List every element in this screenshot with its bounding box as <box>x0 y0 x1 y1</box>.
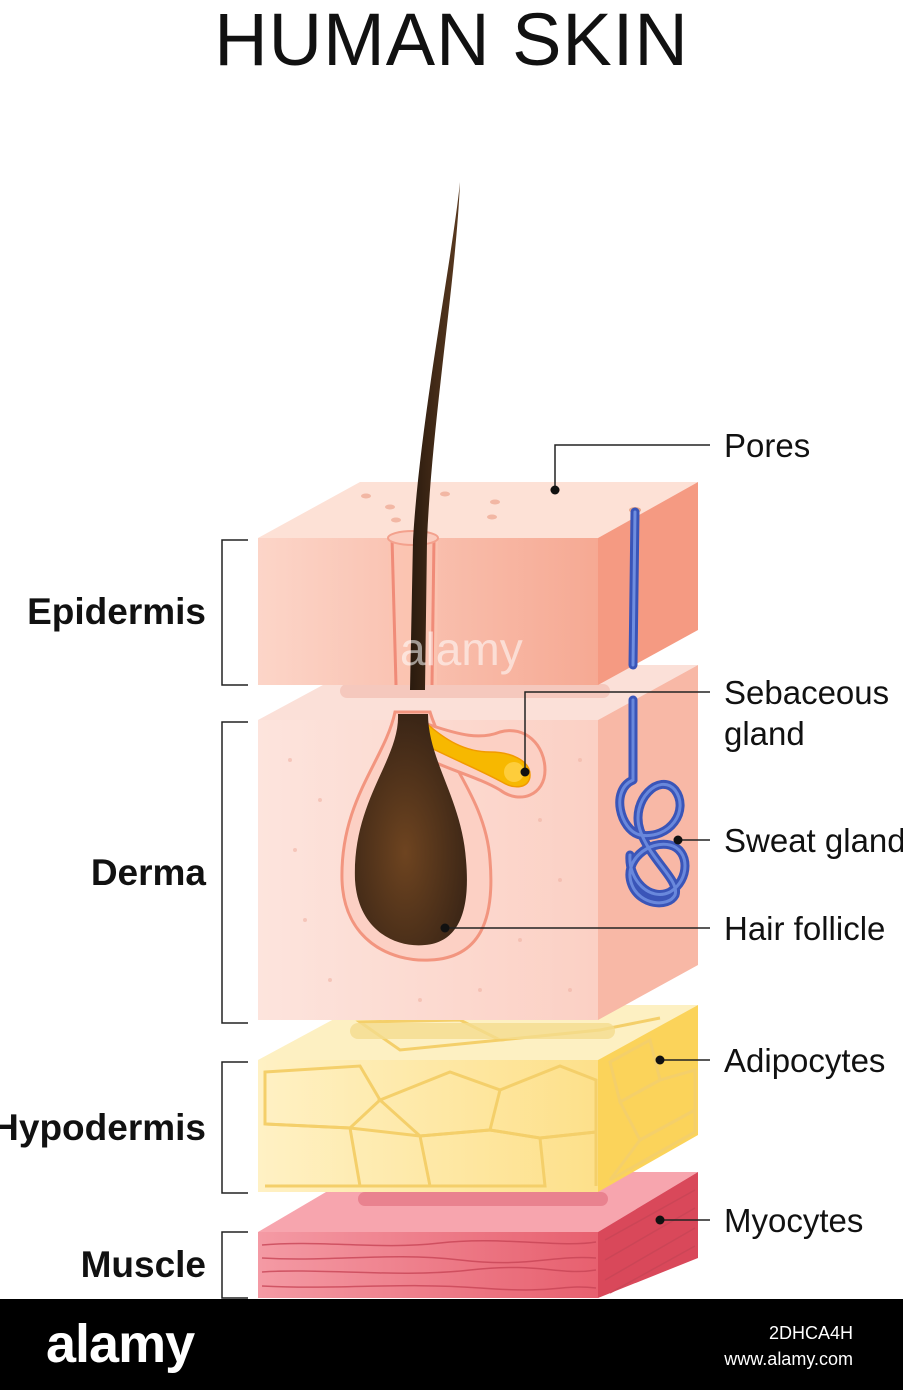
label-myocytes: Myocytes <box>724 1202 863 1239</box>
label-adipocytes: Adipocytes <box>724 1042 885 1079</box>
hair-bulb <box>354 714 467 946</box>
page-title: HUMAN SKIN <box>214 0 689 81</box>
epidermis-side <box>598 482 698 685</box>
leader-dots <box>440 485 683 1225</box>
hair-shaft <box>410 182 460 690</box>
footer-image-id: 2DHCA4H <box>768 1323 853 1343</box>
label-hypodermis: Hypodermis <box>0 1107 206 1148</box>
label-derma: Derma <box>91 852 207 893</box>
label-epidermis: Epidermis <box>27 591 206 632</box>
derma-layer <box>258 665 698 1020</box>
label-hair-follicle: Hair follicle <box>724 910 885 947</box>
skin-diagram: alamy Epidermis Derma Hypodermis Muscle … <box>0 182 903 1299</box>
muscle-front <box>258 1232 598 1298</box>
label-sweat-gland: Sweat gland <box>724 822 903 859</box>
leader-lines <box>445 444 710 1221</box>
hypodermis-layer <box>258 1005 698 1192</box>
layer-brackets <box>221 539 248 1299</box>
label-pores: Pores <box>724 427 810 464</box>
epidermis-layer <box>258 482 698 686</box>
footer-url: www.alamy.com <box>724 1349 853 1369</box>
sebaceous-gland <box>424 720 531 788</box>
watermark: alamy <box>400 623 523 675</box>
label-sebaceous-2: gland <box>724 715 805 752</box>
label-sebaceous-1: Sebaceous <box>724 674 889 711</box>
muscle-layer <box>258 1172 698 1298</box>
label-muscle: Muscle <box>81 1244 206 1285</box>
footer-logo: alamy <box>46 1314 195 1374</box>
footer-bar: alamy 2DHCA4H www.alamy.com <box>0 1299 903 1390</box>
